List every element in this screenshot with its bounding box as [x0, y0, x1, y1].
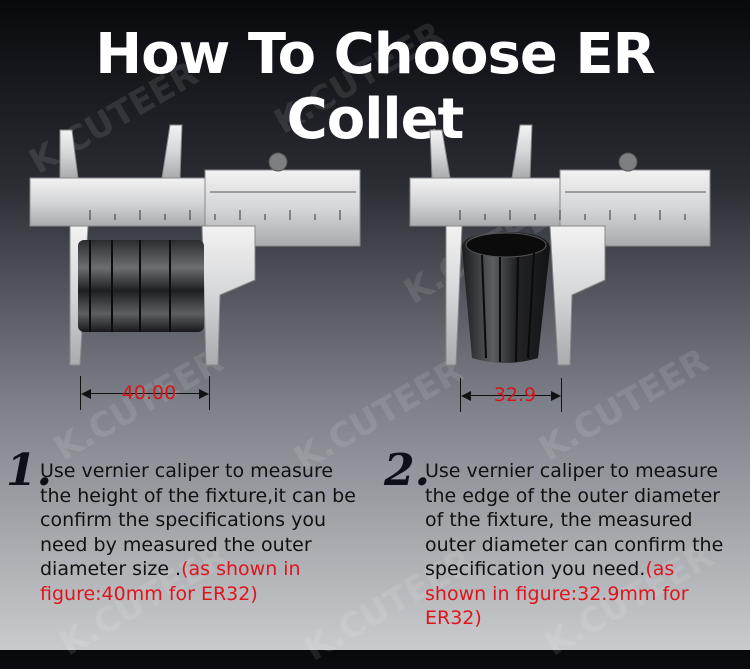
step-note: (as shown in figure:32.9mm for ER32)	[425, 558, 689, 629]
step-number: 2.	[384, 445, 430, 496]
step-text: Use vernier caliper to measure the heigh…	[40, 460, 356, 580]
step-description: Use vernier caliper to measure the heigh…	[40, 459, 360, 606]
page-title: How To Choose ER Collet	[95, 22, 655, 152]
caliper-figure-diameter	[409, 124, 711, 366]
measurement-diameter: 32.9	[460, 378, 562, 412]
measurement-value: 32.9	[493, 384, 537, 406]
step-number: 1.	[6, 445, 52, 496]
caliper-figure-height	[29, 124, 361, 366]
step-text: Use vernier caliper to measure the edge …	[425, 460, 724, 580]
measurement-value: 40.00	[121, 382, 177, 404]
step-note: (as shown in figure:40mm for ER32)	[40, 558, 301, 605]
measurement-height: 40.00	[80, 376, 210, 410]
step-description: Use vernier caliper to measure the edge …	[425, 459, 725, 631]
